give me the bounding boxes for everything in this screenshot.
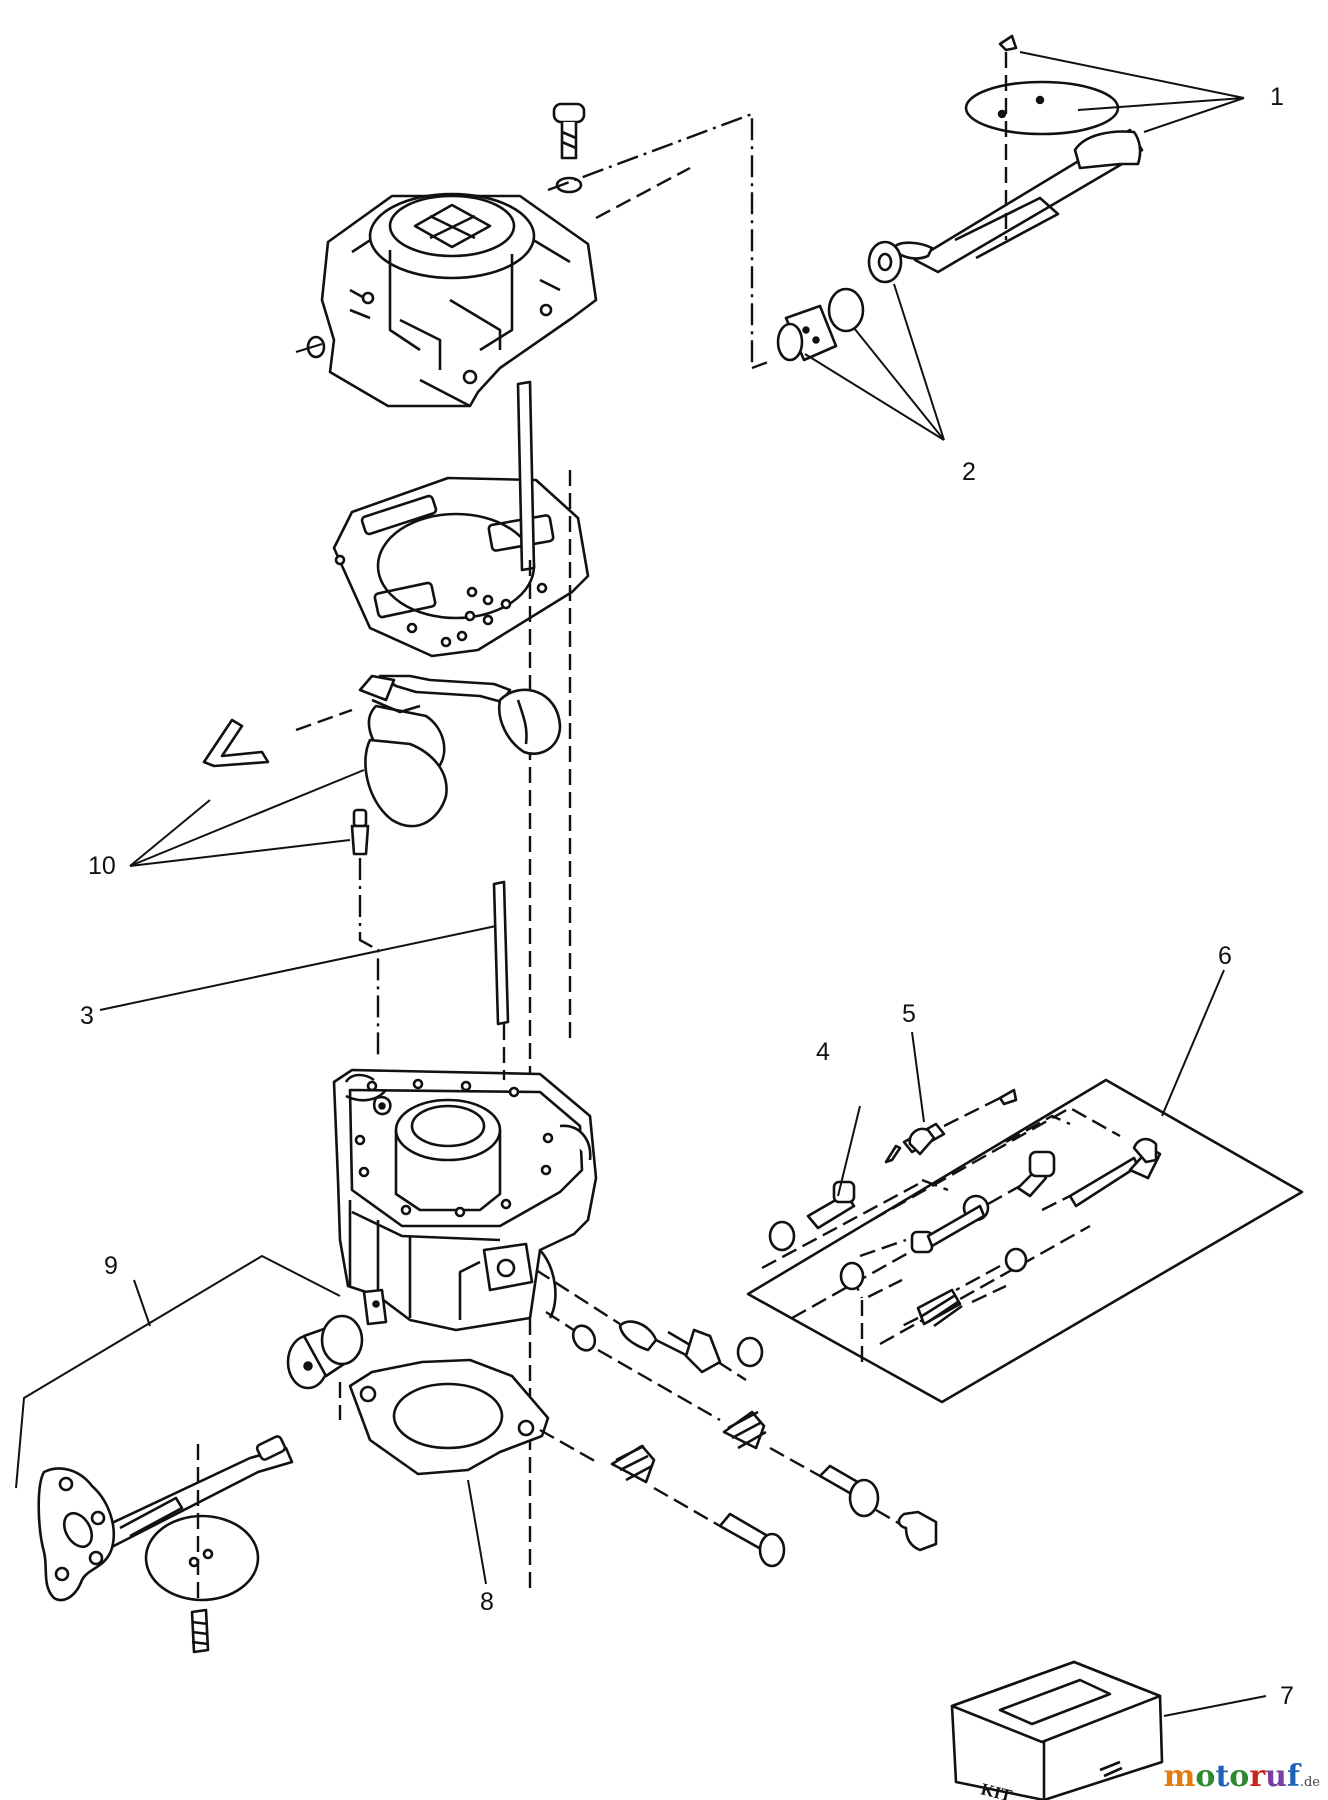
watermark-char: f <box>1286 1759 1300 1794</box>
callout-numbers: 1 2 3 4 5 6 7 8 9 10 <box>80 83 1294 1710</box>
float-clip <box>202 718 270 768</box>
body-gasket <box>332 476 590 658</box>
watermark-char: o <box>1229 1759 1250 1794</box>
watermark-char: o <box>1195 1759 1216 1794</box>
mixture-screw-lower <box>539 1428 786 1568</box>
watermark-char: t <box>1215 1759 1230 1794</box>
watermark-char: r <box>1249 1759 1266 1794</box>
side-washer <box>306 335 326 359</box>
throttle-shaft-assembly <box>891 34 1144 274</box>
callout-4: 4 <box>816 1038 830 1066</box>
mixture-screw-upper <box>545 1310 938 1552</box>
watermark-logo: motoruf.de <box>1164 1759 1320 1794</box>
callout-7: 7 <box>1280 1682 1294 1710</box>
body-screw <box>552 102 586 194</box>
mounting-gasket <box>348 1358 550 1476</box>
watermark-char: m <box>1163 1759 1196 1794</box>
callout-2: 2 <box>962 458 976 486</box>
shaft-seals <box>776 240 903 362</box>
watermark-tld: .de <box>1299 1775 1320 1790</box>
callout-8: 8 <box>480 1588 494 1616</box>
callout-5: 5 <box>902 1000 916 1028</box>
inlet-needle <box>350 808 370 856</box>
float-pin <box>516 380 536 572</box>
callout-6: 6 <box>1218 942 1232 970</box>
float <box>358 674 562 828</box>
callout-3: 3 <box>80 1002 94 1030</box>
float-shaft <box>492 880 510 1026</box>
idle-adjust-screw <box>535 1268 764 1382</box>
carburetor-main-body <box>332 1068 598 1332</box>
kit-label: KIT <box>979 1779 1014 1800</box>
callout-1: 1 <box>1270 83 1284 111</box>
repair-kit-box <box>950 1660 1164 1800</box>
watermark-char: u <box>1265 1759 1287 1794</box>
callout-9: 9 <box>104 1252 118 1280</box>
callout-leaders <box>15 51 1267 1717</box>
callout-10: 10 <box>88 852 116 880</box>
overhaul-kit-tray <box>746 1078 1304 1404</box>
throttle-body <box>320 192 598 408</box>
choke-assembly <box>37 1314 364 1654</box>
